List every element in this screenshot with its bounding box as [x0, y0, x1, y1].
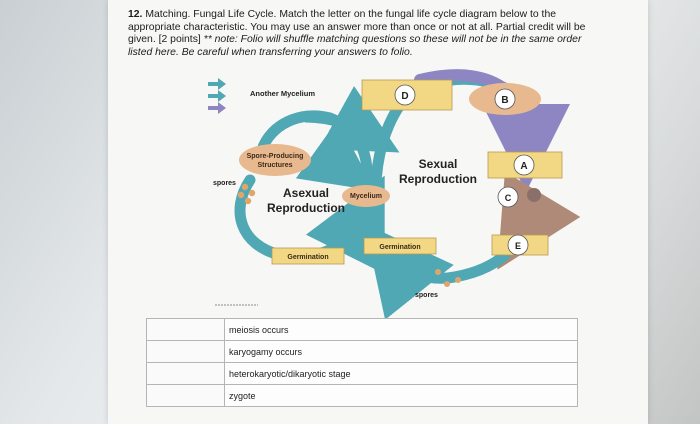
spores-left-label: spores: [213, 180, 236, 187]
letter-b: B: [501, 95, 508, 106]
letter-a-circle: [513, 154, 535, 176]
row-label: meiosis occurs: [224, 318, 578, 341]
spore-producing-label: Spore-Producing: [247, 153, 304, 160]
letter-c: C: [505, 193, 512, 203]
zygote-dot: [527, 188, 541, 202]
germination-left-label: Germination: [287, 254, 328, 261]
another-mycelium-label: Another Mycelium: [250, 89, 315, 98]
table-row: zygote: [146, 384, 578, 407]
small-arrows-icon: [208, 78, 226, 114]
letter-b-circle: [494, 88, 516, 110]
question-text: 12. Matching. Fungal Life Cycle. Match t…: [128, 9, 608, 59]
answer-select[interactable]: [146, 384, 225, 407]
answer-select[interactable]: [146, 318, 225, 341]
table-row: karyogamy occurs: [146, 340, 578, 363]
letter-e: E: [515, 241, 521, 251]
table-row: heterokaryotic/dikaryotic stage: [146, 362, 578, 385]
sexual-label-2: Reproduction: [399, 172, 477, 186]
question-number: 12.: [128, 9, 143, 20]
germination-arrow: [364, 223, 511, 320]
question-title: Matching. Fungal Life Cycle.: [145, 9, 277, 20]
answer-select[interactable]: [146, 362, 225, 385]
spore-producing-oval: [239, 144, 311, 176]
row-label: zygote: [224, 384, 578, 407]
spores-left: [237, 183, 256, 205]
structures-label: Structures: [257, 162, 292, 169]
question-note: ** note: Folio will shuffle matching que…: [128, 34, 582, 58]
letter-e-circle: [507, 234, 529, 256]
question-instructions: Match the letter on the fungal life cycl…: [128, 9, 586, 46]
asexual-label-1: Asexual: [283, 186, 329, 200]
letter-c-circle: [497, 186, 519, 208]
letter-a: A: [520, 161, 527, 172]
row-label: heterokaryotic/dikaryotic stage: [224, 362, 578, 385]
mycelium-arrow: [295, 119, 376, 191]
germination-right-label: Germination: [379, 244, 420, 251]
germination-left-box: [271, 247, 345, 265]
letter-d-circle: [394, 84, 416, 106]
sexual-label-1: Sexual: [419, 157, 458, 171]
letter-d: D: [401, 91, 408, 102]
asexual-label-2: Reproduction: [267, 201, 345, 215]
matching-table: meiosis occurs karyogamy occurs heteroka…: [146, 318, 578, 407]
answer-select[interactable]: [146, 340, 225, 363]
mycelium-oval: [342, 185, 390, 207]
germination-right-box: [363, 237, 437, 255]
mycelium-label: Mycelium: [350, 193, 382, 200]
spores-bottom-label: spores: [415, 292, 438, 299]
table-row: meiosis occurs: [146, 318, 578, 341]
mycelium-to-sexual-arrow: [304, 86, 400, 153]
spores-bottom: [435, 269, 461, 287]
c-to-e-arrow: [497, 171, 581, 270]
row-label: karyogamy occurs: [224, 340, 578, 363]
